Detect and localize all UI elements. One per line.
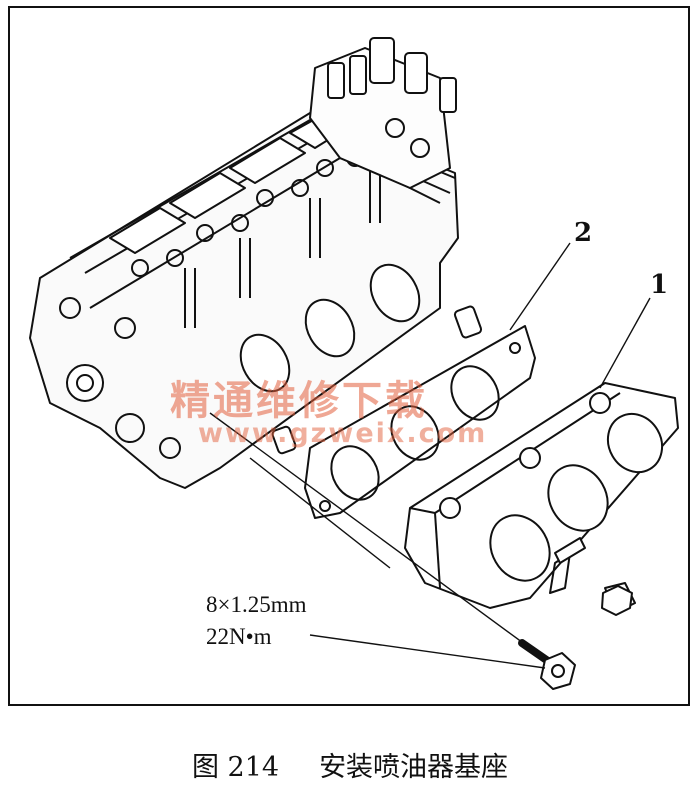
diagram-frame: 2 1 8×1.25mm 22N•m 精通维修下载 www.gzweix.com	[8, 6, 690, 706]
injector-base	[404, 382, 679, 609]
figure-number: 图 214	[191, 752, 280, 783]
gasket	[304, 325, 536, 519]
figure-caption: 图 214 安装喷油器基座	[0, 745, 700, 784]
distributor-housing	[309, 37, 457, 189]
stud-and-nut	[554, 537, 636, 616]
bolt-torque-label: 22N•m	[206, 624, 272, 649]
bolt-size-label: 8×1.25mm	[206, 592, 307, 617]
engine-illustration	[29, 37, 679, 690]
callout-part-1: 1	[650, 270, 669, 300]
figure-title: 安装喷油器基座	[319, 752, 509, 783]
watermark-url: www.gzweix.com	[198, 418, 488, 449]
dowel-pins	[271, 305, 483, 455]
watermark-text: 精通维修下载	[170, 378, 428, 424]
callout-part-2: 2	[574, 218, 593, 248]
leader-lines	[209, 242, 651, 669]
